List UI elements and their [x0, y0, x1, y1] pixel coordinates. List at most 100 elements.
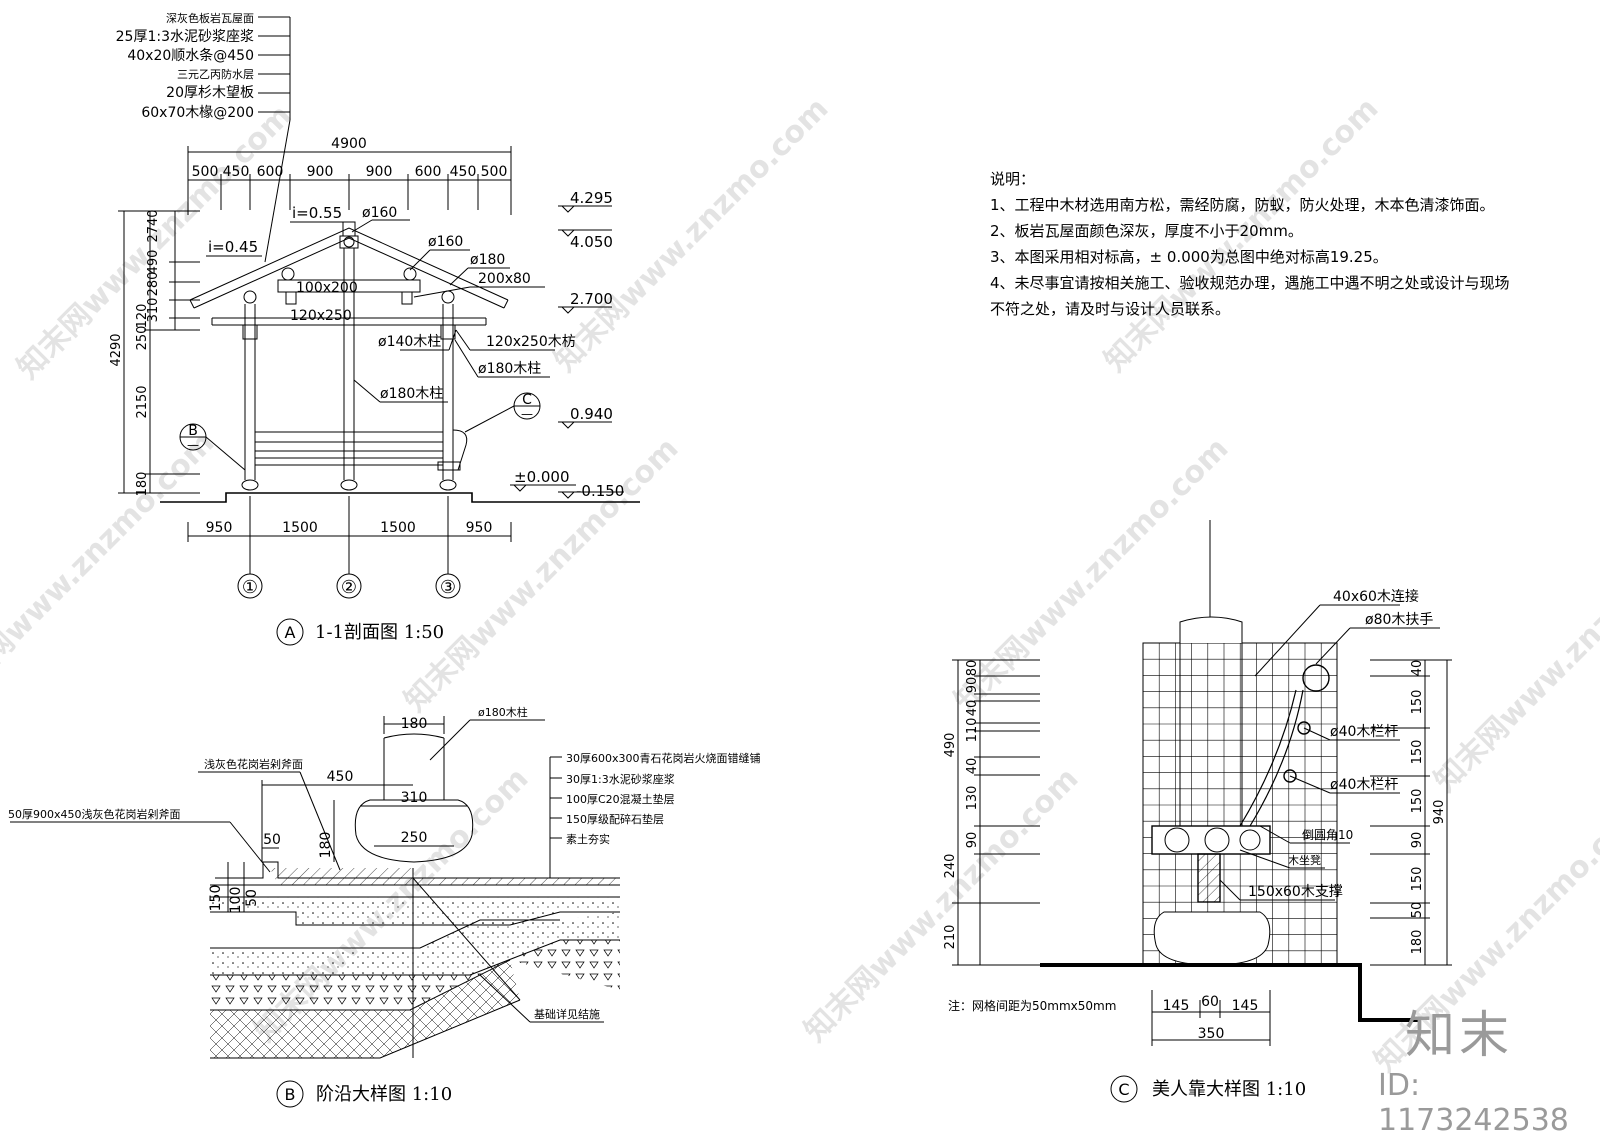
- c-left-dim: 40: [965, 758, 980, 775]
- c-bottom-dim: 60: [1201, 994, 1219, 1010]
- bottom-dim: 950: [206, 520, 233, 536]
- member-label: 120x250: [290, 308, 352, 324]
- b-leaders: [10, 719, 604, 1023]
- section-a: 深灰色板岩瓦屋面 25厚1:3水泥砂浆座浆 40x20顺水条@450 三元乙丙防…: [109, 11, 640, 646]
- b-dim: 310: [401, 790, 428, 806]
- left-dimensions: [118, 210, 200, 494]
- b-right-label: 150厚级配碎石垫层: [566, 812, 664, 826]
- callout-letter: B: [188, 423, 198, 439]
- axis-label: ③: [440, 577, 456, 598]
- drawing-title: 美人靠大样图 1:10: [1152, 1079, 1306, 1100]
- c-label: ø40木栏杆: [1330, 724, 1398, 740]
- b-dim: 150: [208, 885, 224, 912]
- c-left-dim: 90: [965, 677, 980, 694]
- b-dimensions: [227, 716, 467, 912]
- c-left-dim: 210: [943, 925, 958, 950]
- overall-width-dim: 4900: [331, 136, 367, 152]
- c-right-dim: 150: [1410, 789, 1425, 814]
- top-dim: 450: [450, 164, 477, 180]
- column-label: ø180木柱: [478, 705, 528, 719]
- elevation-label: ±0.000: [514, 468, 570, 486]
- c-label: 倒圆角10: [1302, 828, 1353, 842]
- left-dim: 2740: [146, 209, 161, 242]
- top-dim: 600: [257, 164, 284, 180]
- member-label: ø180木柱: [478, 361, 541, 377]
- column-base: [354, 733, 474, 863]
- title-letter: A: [285, 623, 296, 642]
- c-label: ø40木栏杆: [1330, 777, 1398, 793]
- roof-layer-label: 三元乙丙防水层: [177, 67, 254, 81]
- c-right-dim: 150: [1410, 740, 1425, 765]
- member-label: ø140木柱: [378, 334, 441, 350]
- c-bottom-dim: 350: [1198, 1026, 1225, 1042]
- left-dim: 490: [146, 250, 161, 275]
- elevation-label: 0.940: [570, 405, 613, 423]
- elevation-label: -0.150: [576, 482, 624, 500]
- b-dim: 100: [228, 887, 244, 914]
- left-dim: 2150: [135, 385, 150, 418]
- c-leaders: [1219, 604, 1440, 901]
- b-dim: 180: [401, 716, 428, 732]
- c-left-dim: 490: [943, 733, 958, 758]
- b-right-label: 30厚600x300青石花岗岩火烧面错缝铺: [566, 751, 761, 765]
- c-right-dim: 40: [1410, 660, 1425, 677]
- member-label: ø180木柱: [380, 386, 443, 402]
- top-dim: 500: [481, 164, 508, 180]
- c-right-dim: 940: [1432, 800, 1447, 825]
- c-bottom-dim: 145: [1163, 998, 1190, 1014]
- callout-c: [464, 392, 541, 433]
- c-right-dim: 180: [1410, 930, 1425, 955]
- b-dim: 50: [244, 889, 260, 907]
- b-left-label: 50厚900x450浅灰色花岗岩剁斧面: [8, 807, 181, 821]
- foundation-label: 基础详见结施: [534, 1007, 600, 1021]
- roof-layer-label: 深灰色板岩瓦屋面: [166, 11, 254, 25]
- top-dim: 900: [307, 164, 334, 180]
- left-dim: 120: [135, 304, 150, 329]
- left-dim: 250: [135, 326, 150, 351]
- member-label: 200x80: [478, 271, 531, 287]
- title-bubble: [1110, 1075, 1138, 1103]
- detail-b: 180 450 310 250 50 180 150 100 50 ø180木柱…: [8, 705, 761, 1108]
- b-right-label: 100厚C20混凝土垫层: [566, 792, 675, 806]
- roof-layer-label: 40x20顺水条@450: [127, 47, 254, 64]
- c-left-dim: 90: [965, 832, 980, 849]
- drawing-title: 阶沿大样图 1:10: [316, 1084, 452, 1105]
- member-label: 120x250木枋: [486, 334, 576, 350]
- c-right-dimensions: [1370, 659, 1452, 966]
- note-item: 1、工程中木材选用南方松，需经防腐，防蚁，防火处理，木本色清漆饰面。: [990, 196, 1495, 214]
- drawing-title: 1-1剖面图 1:50: [315, 622, 444, 643]
- bottom-dim: 950: [466, 520, 493, 536]
- callout-b: [179, 423, 246, 471]
- c-label: 150x60木支撑: [1248, 884, 1343, 900]
- left-dim: 310: [146, 298, 161, 323]
- roof-layer-labels: 深灰色板岩瓦屋面 25厚1:3水泥砂浆座浆 40x20顺水条@450 三元乙丙防…: [116, 11, 254, 121]
- elevation-label: 4.295: [570, 189, 613, 207]
- slope-label: i=0.45: [208, 238, 258, 256]
- title-letter: B: [285, 1085, 296, 1104]
- bottom-dimensions: [187, 496, 512, 574]
- left-dim: 4290: [109, 333, 124, 366]
- ground-line: [160, 492, 640, 503]
- note-item: 3、本图采用相对标高，± 0.000为总图中绝对标高19.25。: [990, 248, 1388, 266]
- left-dim: 280: [146, 272, 161, 297]
- title-bubble: [276, 618, 304, 646]
- c-label: 40x60木连接: [1333, 588, 1419, 605]
- member-label: ø160: [362, 205, 397, 221]
- roof-layer-label: 25厚1:3水泥砂浆座浆: [116, 29, 254, 45]
- grid-note: 注：网格间距为50mmx50mm: [948, 998, 1116, 1013]
- axis-label: ①: [242, 577, 258, 598]
- note-item: 不符之处，请及时与设计人员联系。: [990, 300, 1231, 318]
- b-dim: 50: [263, 832, 281, 848]
- bottom-dim: 1500: [380, 520, 416, 536]
- elevation-label: 2.700: [570, 290, 613, 308]
- general-notes: 说明： 1、工程中木材选用南方松，需经防腐，防蚁，防火处理，木本色清漆饰面。 2…: [990, 166, 1510, 322]
- b-right-label: 30厚1:3水泥砂浆座浆: [566, 772, 675, 786]
- top-dim: 600: [415, 164, 442, 180]
- roof-layer-label: 60x70木椽@200: [141, 105, 254, 121]
- note-item: 4、未尽事宜请按相关施工、验收规范办理，遇施工中遇不明之处或设计与现场: [990, 274, 1510, 292]
- c-right-dim: 50: [1410, 902, 1425, 919]
- c-left-dim: 80: [965, 660, 980, 677]
- member-label: ø180: [470, 252, 505, 268]
- roof-layer-label: 20厚杉木望板: [166, 85, 254, 101]
